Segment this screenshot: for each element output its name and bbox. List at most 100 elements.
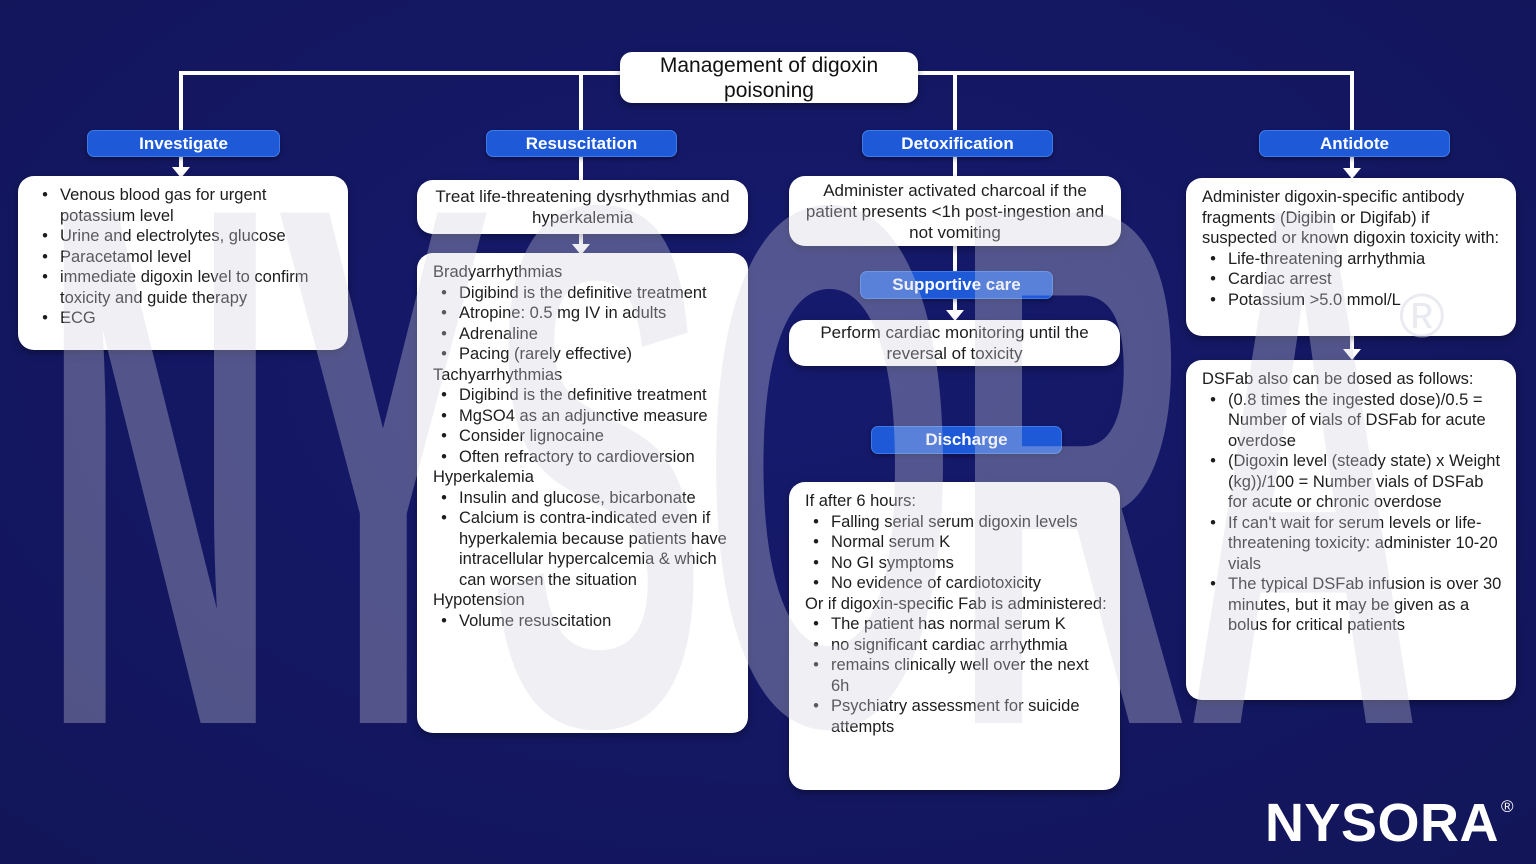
bullet-item: • Normal serum K xyxy=(801,532,1108,553)
bullet-item: •Life-threatening arrhythmia xyxy=(1198,249,1504,270)
bullet-item: •Paracetamol level xyxy=(30,247,336,268)
bullet-item: • No evidence of cardiotoxicity xyxy=(801,573,1108,594)
bullet-dot: • xyxy=(1210,249,1216,268)
pill-supportive-care: Supportive care xyxy=(860,271,1053,299)
bullet-text: No evidence of cardiotoxicity xyxy=(831,574,1042,592)
bullet-text: If can't wait for serum levels or life-t… xyxy=(1228,513,1498,573)
pill-resuscitation: Resuscitation xyxy=(486,130,677,157)
bullet-item: • The patient has normal serum K xyxy=(801,614,1108,635)
bullet-dot: • xyxy=(1210,575,1216,593)
bullet-dot: • xyxy=(441,324,447,343)
bullet-item: •Insulin and glucose, bicarbonate xyxy=(429,488,736,509)
nysora-logo: NYSORA ® xyxy=(1265,796,1514,850)
bullet-dot: • xyxy=(1210,513,1216,532)
bullet-text: Volume resuscitation xyxy=(459,611,612,630)
bullet-dot: • xyxy=(441,304,447,322)
bullet-item: •ECG xyxy=(30,308,336,329)
rail-left xyxy=(179,71,622,75)
bullet-item: •Falling serial serum digoxin levels xyxy=(801,512,1108,533)
bullet-item: •MgSO4 as an adjunctive measure xyxy=(429,406,736,427)
bullet-dot: • xyxy=(441,611,447,630)
bullet-text: Urine and electrolytes, glucose xyxy=(60,227,286,245)
box-resuscitation-treat: Treat life-threatening dysrhythmias and … xyxy=(417,180,748,234)
arrow-resuscitation-head xyxy=(572,244,590,255)
bullet-item: •No GI symptoms xyxy=(801,553,1108,574)
bullet-dot: • xyxy=(441,345,447,363)
nysora-logo-text: NYSORA xyxy=(1264,793,1499,853)
bullet-dot: • xyxy=(1210,270,1216,288)
bullet-dot: • xyxy=(813,615,819,633)
bullet-dot: • xyxy=(42,309,48,327)
bullet-text: Psychiatry assessment for suicide attemp… xyxy=(831,697,1080,736)
connector-detoxification xyxy=(953,71,957,178)
bullet-item: • Consider lignocaine xyxy=(429,426,736,447)
text-line: Tachyarrhythmias xyxy=(433,365,563,384)
arrow-antidote-dosing-stem xyxy=(1350,336,1354,350)
bullet-dot: • xyxy=(1210,290,1216,309)
text-line: Administer digoxin-specific antibody fra… xyxy=(1202,188,1500,247)
bullet-text: Pacing (rarely effective) xyxy=(459,345,633,363)
bullet-text: Cardiac arrest xyxy=(1228,270,1332,288)
bullet-dot: • xyxy=(1210,390,1216,409)
bullet-text: Normal serum K xyxy=(831,533,951,551)
bullet-item: • The typical DSFab infusion is over 30 m… xyxy=(1198,574,1504,636)
discharge-criteria-list: If after 6 hours:•Falling serial serum d… xyxy=(789,482,1120,743)
bullet-item: • If can't wait for serum levels or life-… xyxy=(1198,513,1504,575)
bullet-item: •Potassium >5.0 mmol/L xyxy=(1198,290,1504,311)
arrow-resuscitation-stem xyxy=(579,234,583,245)
bullet-dot: • xyxy=(813,574,819,592)
text-line: DSFab also can be dosed as follows: xyxy=(1202,370,1474,388)
text-line: Hypotension xyxy=(433,591,525,609)
bullet-item: •Calcium is contra-indicated even if hyp… xyxy=(429,508,736,590)
bullet-text: MgSO4 as an adjunctive measure xyxy=(459,406,708,425)
bullet-dot: • xyxy=(813,553,819,572)
arrow-supportive-head xyxy=(946,310,964,321)
bullet-text: Often refractory to cardioversion xyxy=(459,447,695,466)
bullet-dot: • xyxy=(42,186,48,204)
bullet-item: •Urine and electrolytes, glucose xyxy=(30,226,336,247)
bullet-dot: • xyxy=(441,386,447,404)
bullet-text: The typical DSFab infusion is over 30 mi… xyxy=(1228,575,1502,634)
bullet-item: • Volume resuscitation xyxy=(429,611,736,632)
bullet-item: • (0.8 times the ingested dose)/0.5 = Num… xyxy=(1198,390,1504,452)
bullet-text: (0.8 times the ingested dose)/0.5 = Numb… xyxy=(1228,390,1486,450)
bullet-text: Consider lignocaine xyxy=(459,427,604,445)
bullet-item: •Psychiatry assessment for suicide attem… xyxy=(801,696,1108,737)
arrow-supportive-stem xyxy=(953,299,957,311)
bullet-dot: • xyxy=(42,268,48,286)
connector-detox-box-supportive xyxy=(953,246,957,271)
connector-investigate xyxy=(179,71,183,132)
investigate-list: • Venous blood gas for urgent potassium l… xyxy=(18,176,348,335)
rail-right xyxy=(916,71,1354,75)
pill-investigate: Investigate xyxy=(87,130,280,157)
arrow-antidote-head xyxy=(1343,168,1361,179)
connector-detox-pill-box xyxy=(953,157,957,176)
bullet-item: •no significant cardiac arrhythmia xyxy=(801,635,1108,656)
box-detox-monitor: Perform cardiac monitoring until the rev… xyxy=(789,320,1120,366)
bullet-text: Digibind is the definitive treatment xyxy=(459,283,707,302)
box-discharge-criteria: If after 6 hours:•Falling serial serum d… xyxy=(789,482,1120,790)
bullet-text: Venous blood gas for urgent potassium le… xyxy=(60,186,267,225)
bullet-dot: • xyxy=(441,447,447,466)
bullet-text: Insulin and glucose, bicarbonate xyxy=(459,488,696,507)
arrow-antidote-dosing-head xyxy=(1343,349,1361,360)
bullet-dot: • xyxy=(813,656,819,674)
bullet-dot: • xyxy=(441,283,447,302)
bullet-dot: • xyxy=(813,533,819,551)
bullet-text: The patient has normal serum K xyxy=(831,615,1066,633)
text-line: Hyperkalemia xyxy=(433,468,534,486)
text-line: If after 6 hours: xyxy=(805,492,916,510)
bullet-text: Falling serial serum digoxin levels xyxy=(831,512,1078,531)
pill-discharge: Discharge xyxy=(871,426,1062,454)
antidote-indications-list: Administer digoxin-specific antibody fra… xyxy=(1186,178,1516,316)
page-title: Management of digoxin poisoning xyxy=(620,52,918,103)
box-antidote-dosing: DSFab also can be dosed as follows: • (0.8… xyxy=(1186,360,1516,700)
box-investigate: • Venous blood gas for urgent potassium l… xyxy=(18,176,348,350)
bullet-dot: • xyxy=(441,427,447,445)
pill-antidote: Antidote xyxy=(1259,130,1450,157)
bullet-text: Digibind is the definitive treatment xyxy=(459,386,707,404)
bullet-item: •Adrenaline xyxy=(429,324,736,345)
bullet-dot: • xyxy=(42,247,48,266)
bullet-item: •(Digoxin level (steady state) x Weight … xyxy=(1198,451,1504,513)
bullet-item: •immediate digoxin level to confirm toxi… xyxy=(30,267,336,308)
